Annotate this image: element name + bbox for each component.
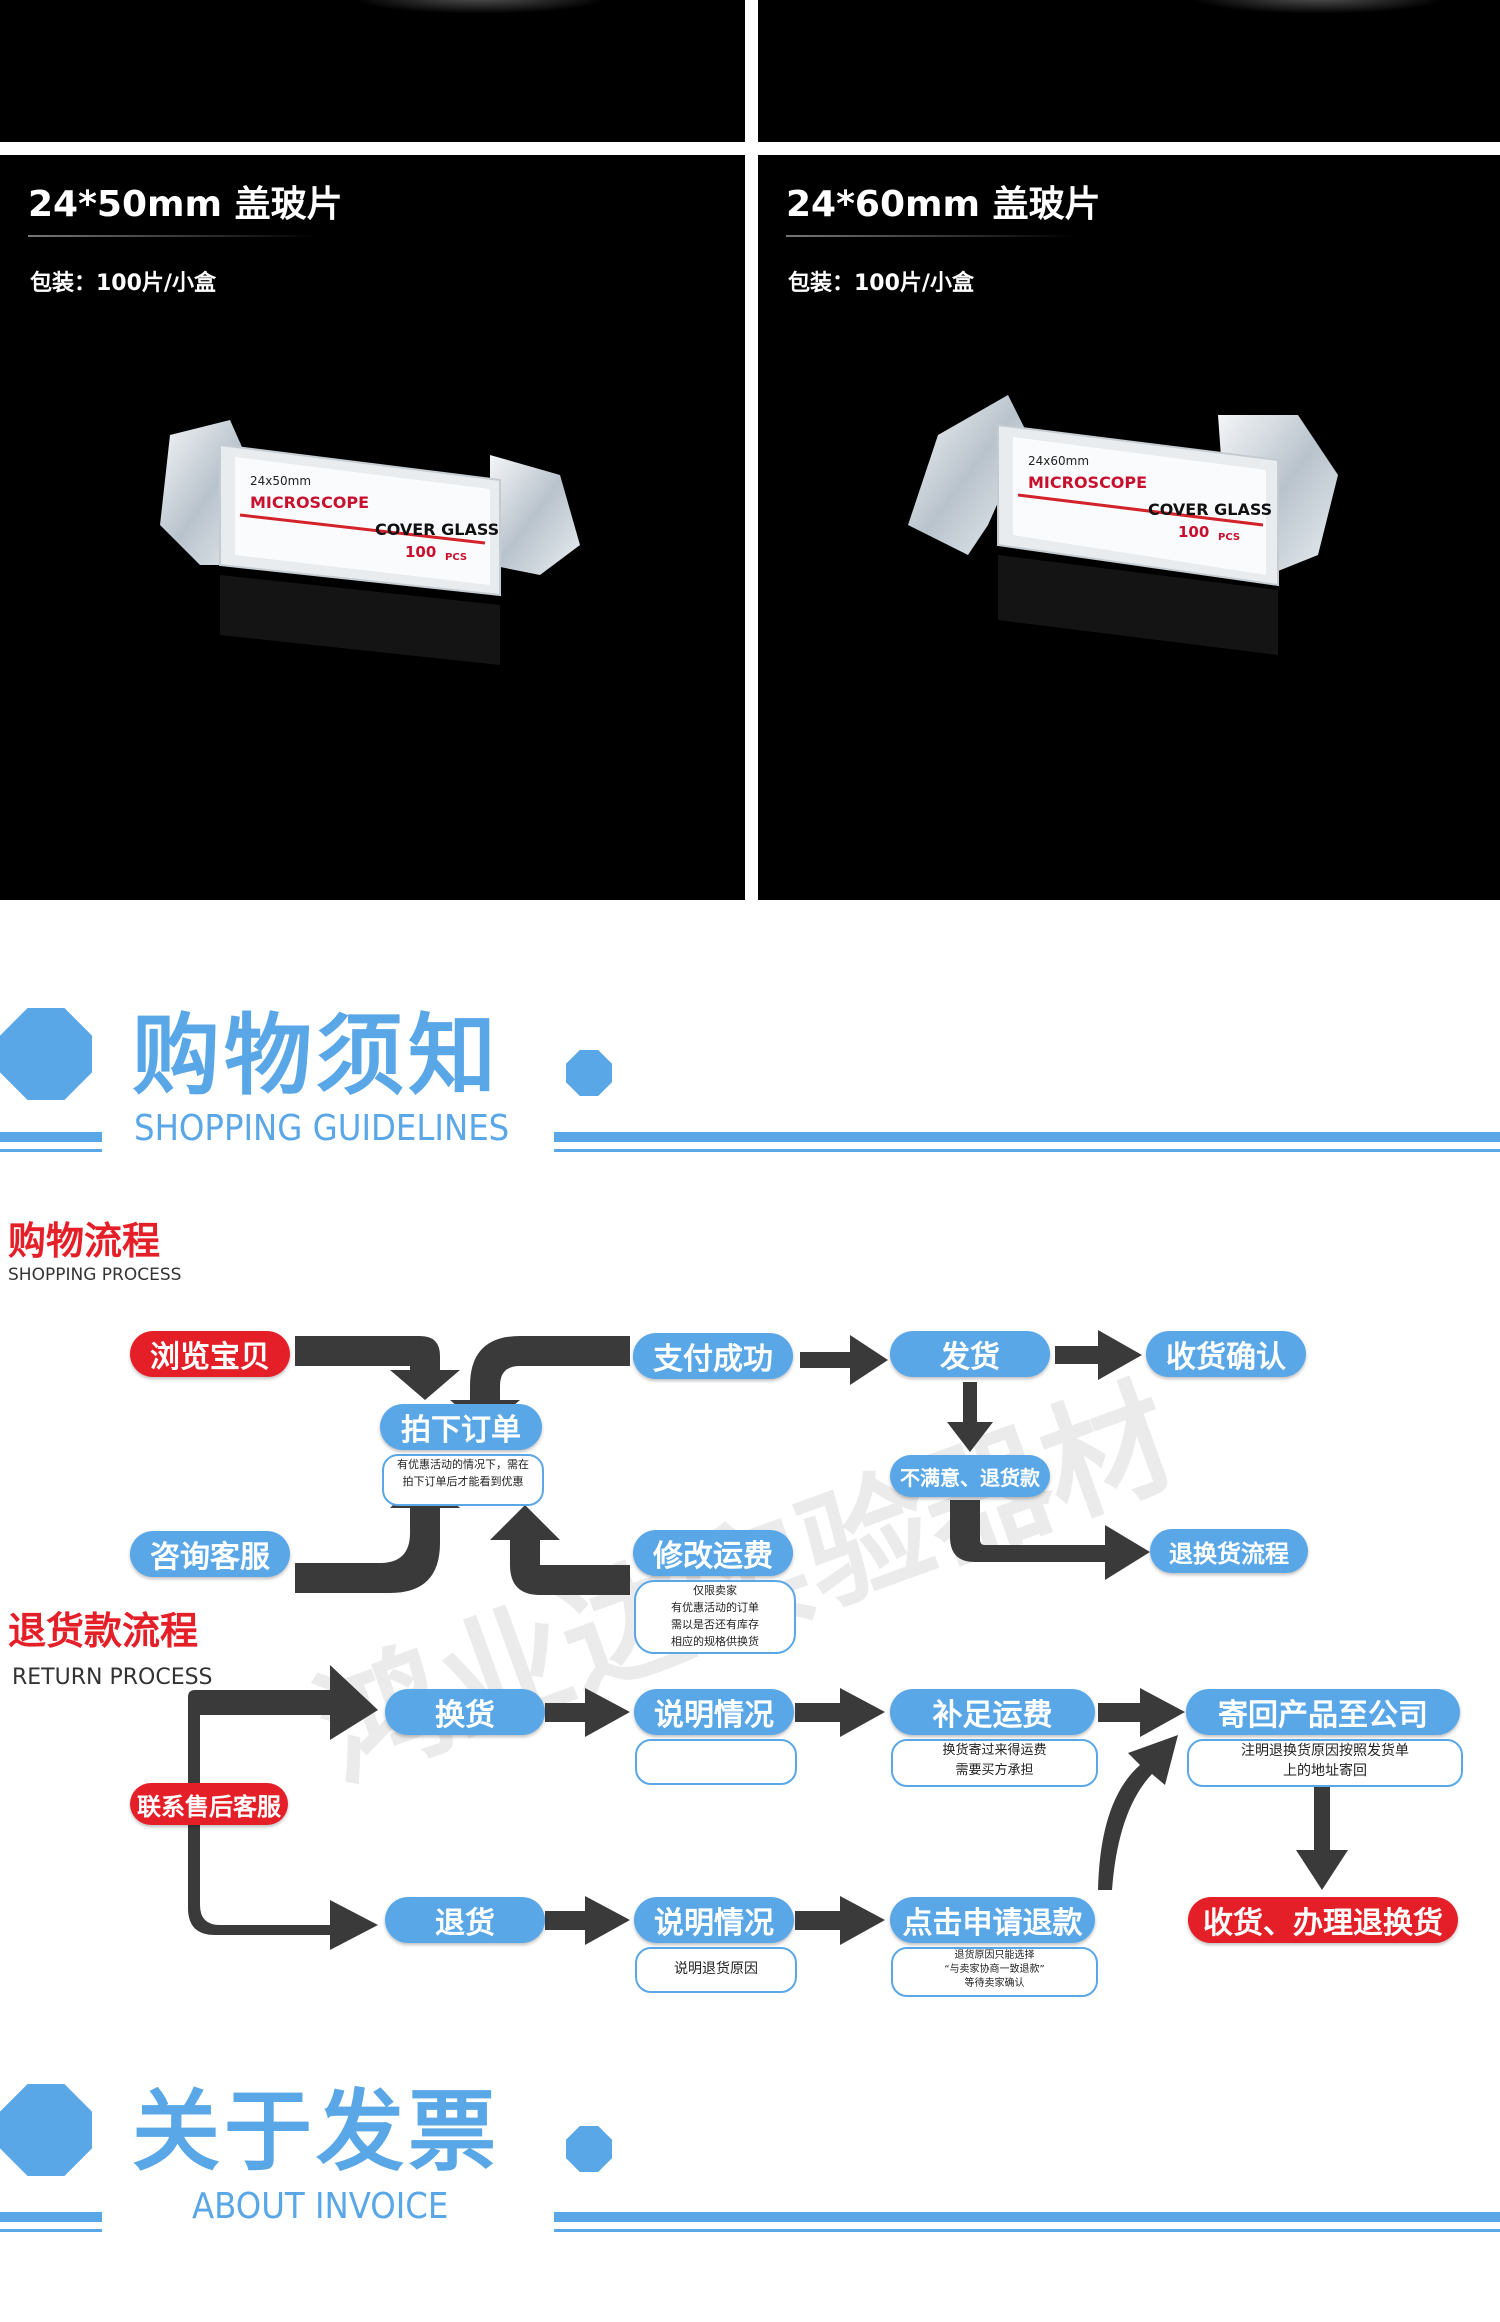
note-line: 仅限卖家: [693, 1584, 737, 1597]
explain-refund-pill: 说明情况: [634, 1897, 794, 1943]
explain-exchange-pill: 说明情况: [634, 1689, 794, 1735]
return-process-subheading: RETURN PROCESS: [12, 1665, 213, 1690]
note-line: 注明退换货原因按照发货单: [1241, 1743, 1409, 1759]
photo-shadow: [350, 0, 610, 14]
consult-pill: 咨询客服: [130, 1531, 290, 1577]
box-unit-label: PCS: [1218, 532, 1240, 543]
shopping-process-heading: 购物流程: [8, 1219, 161, 1263]
header-rule-thin: [0, 2229, 1500, 2232]
note-line: 有优惠活动的情况下，需在: [397, 1458, 529, 1471]
modify-shipping-pill: 修改运费: [633, 1530, 793, 1576]
explain-refund-note: 说明退货原因: [635, 1947, 797, 1993]
title-underline: [28, 235, 318, 237]
box-product-label: COVER GLASS: [375, 520, 499, 539]
box-size-label: 24x50mm: [250, 474, 311, 488]
note-line: 换货寄过来得运费: [942, 1743, 1047, 1758]
top-up-shipping-note: 换货寄过来得运费 需要买方承担: [891, 1739, 1098, 1787]
section-title: 关于发票: [132, 2080, 501, 2183]
photo-strip-left: [0, 0, 745, 142]
small-octagon-icon: [566, 2126, 612, 2172]
confirm-receipt-pill: 收货确认: [1146, 1331, 1306, 1377]
modify-shipping-note: 仅限卖家 有优惠活动的订单 需以是否还有库存 相应的规格供换货: [634, 1580, 796, 1654]
note-line: 有优惠活动的订单: [671, 1601, 759, 1614]
exchange-flow-pill: 退换货流程: [1150, 1529, 1308, 1573]
octagon-icon: [0, 1008, 92, 1100]
unsatisfied-pill: 不满意、退货款: [890, 1455, 1050, 1497]
section-title: 购物须知: [132, 1004, 501, 1107]
note-line: 等待卖家确认: [964, 1978, 1025, 1989]
header-rule: [0, 2212, 1500, 2222]
receive-process-pill: 收货、办理退换货: [1188, 1897, 1458, 1943]
note-line: 上的地址寄回: [1283, 1763, 1367, 1779]
shopping-process-subheading: SHOPPING PROCESS: [8, 1265, 182, 1285]
octagon-icon: [0, 2084, 92, 2176]
section-subtitle: SHOPPING GUIDELINES: [134, 1108, 510, 1149]
invoice-header: 关于发票 ABOUT INVOICE: [0, 2036, 1500, 2246]
pay-success-pill: 支付成功: [633, 1333, 793, 1379]
title-underline: [786, 235, 1076, 237]
header-white-block: [102, 2036, 554, 2246]
product-packaging: 包装：100片/小盒: [30, 271, 216, 296]
header-rule: [0, 1132, 1500, 1142]
photo-shadow: [1188, 0, 1448, 14]
ship-pill: 发货: [890, 1331, 1050, 1377]
photo-strip-right: [758, 0, 1500, 142]
box-count-label: 100: [1178, 523, 1209, 541]
note-line: 需以是否还有库存: [671, 1618, 759, 1631]
cover-glass-box: 24x50mm MICROSCOPE COVER GLASS 100 PCS: [160, 405, 600, 665]
cover-glass-box: 24x60mm MICROSCOPE COVER GLASS 100 PCS: [898, 375, 1358, 655]
apply-refund-note: 退货原因只能选择 “与卖家协商一致退款” 等待卖家确认: [891, 1947, 1098, 1997]
place-order-pill: 拍下订单: [380, 1404, 542, 1450]
product-packaging: 包装：100片/小盒: [788, 271, 974, 296]
note-line: “与卖家协商一致退款”: [944, 1964, 1045, 1975]
note-line: 需要买方承担: [955, 1763, 1034, 1778]
section-subtitle: ABOUT INVOICE: [192, 2186, 449, 2227]
box-count-label: 100: [405, 543, 436, 561]
note-line: 说明退货原因: [674, 1961, 758, 1977]
send-back-pill: 寄回产品至公司: [1186, 1689, 1460, 1735]
product-title: 24*60mm 盖玻片: [786, 184, 1101, 225]
browse-pill: 浏览宝贝: [130, 1331, 290, 1377]
refund-pill: 退货: [385, 1897, 545, 1943]
apply-refund-pill: 点击申请退款: [890, 1897, 1095, 1943]
product-title: 24*50mm 盖玻片: [28, 184, 343, 225]
box-brand-label: MICROSCOPE: [1028, 473, 1147, 492]
box-unit-label: PCS: [445, 552, 467, 563]
box-size-label: 24x60mm: [1028, 454, 1089, 468]
note-line: 拍下订单后才能看到优惠: [402, 1475, 524, 1488]
cover-glass-box-illustration: 24x60mm MICROSCOPE COVER GLASS 100 PCS: [908, 395, 1338, 655]
note-line: 退货原因只能选择: [954, 1950, 1035, 1961]
shopping-guidelines-header: 购物须知 SHOPPING GUIDELINES: [0, 960, 1500, 1170]
contact-after-sales-pill: 联系售后客服: [130, 1783, 288, 1825]
product-card-24x60: 24*60mm 盖玻片 包装：100片/小盒 24x60mm MICROSCOP…: [758, 155, 1500, 900]
header-white-block: [102, 960, 554, 1170]
box-product-label: COVER GLASS: [1148, 500, 1272, 519]
note-line: 相应的规格供换货: [671, 1635, 759, 1648]
small-octagon-icon: [566, 1050, 612, 1096]
send-back-note: 注明退换货原因按照发货单 上的地址寄回: [1187, 1739, 1463, 1787]
return-process-heading: 退货款流程: [8, 1609, 199, 1653]
exchange-pill: 换货: [385, 1689, 545, 1735]
product-card-24x50: 24*50mm 盖玻片 包装：100片/小盒 24x50mm MICROSCOP…: [0, 155, 745, 900]
place-order-note: 有优惠活动的情况下，需在 拍下订单后才能看到优惠: [382, 1454, 544, 1506]
explain-exchange-note: [635, 1739, 797, 1785]
header-rule-thin: [0, 1149, 1500, 1152]
cover-glass-box-illustration: 24x50mm MICROSCOPE COVER GLASS 100 PCS: [160, 420, 580, 665]
top-up-shipping-pill: 补足运费: [890, 1689, 1095, 1735]
box-brand-label: MICROSCOPE: [250, 493, 369, 512]
